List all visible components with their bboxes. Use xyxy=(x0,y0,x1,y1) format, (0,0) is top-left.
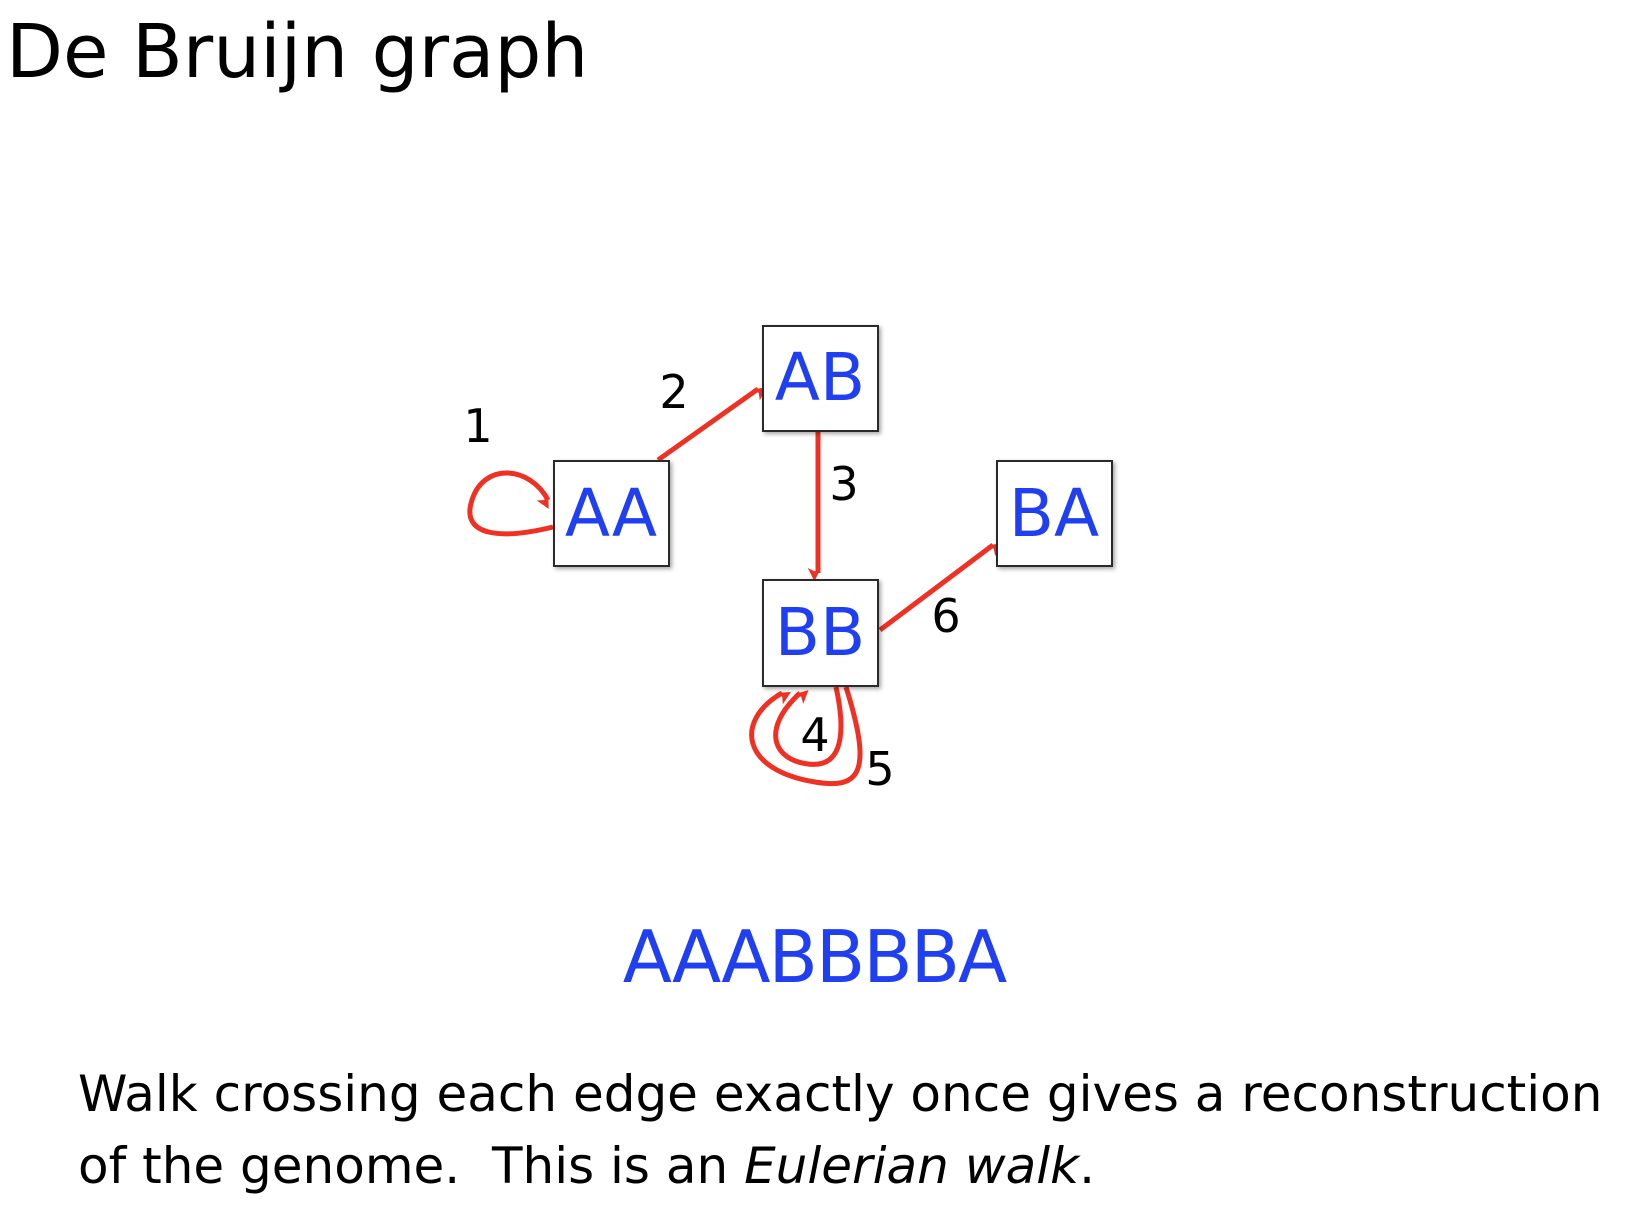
node-ab: AB xyxy=(762,325,879,432)
edge-2-aa-to-ab xyxy=(656,386,767,463)
edge-label-6: 6 xyxy=(931,589,960,643)
node-aa: AA xyxy=(553,460,670,567)
node-bb-label: BB xyxy=(775,594,866,671)
caption-line-2: of the genome. This is an Eulerian walk. xyxy=(78,1130,1602,1202)
caption-line-2-suffix: . xyxy=(1079,1137,1095,1195)
edge-label-3: 3 xyxy=(829,457,858,511)
de-bruijn-graph-diagram: AA AB BB BA 1 2 3 4 5 6 xyxy=(463,325,1113,796)
edge-label-5: 5 xyxy=(865,742,894,796)
caption-emphasis-eulerian-walk: Eulerian walk xyxy=(744,1137,1080,1195)
edge-5-self-loop-bb-outer xyxy=(749,686,863,787)
edge-label-1: 1 xyxy=(463,399,492,453)
genome-sequence: AAABBBBA xyxy=(622,915,1008,999)
node-ba: BA xyxy=(996,460,1113,567)
node-aa-label: AA xyxy=(565,475,657,552)
node-bb: BB xyxy=(762,579,879,687)
edge-4-self-loop-bb-inner xyxy=(773,686,844,767)
caption-line-2-prefix: of the genome. This is an xyxy=(78,1137,745,1195)
node-ba-label: BA xyxy=(1009,475,1099,552)
edge-6-bb-to-ba xyxy=(878,542,1002,632)
edge-label-4: 4 xyxy=(800,708,829,762)
caption: Walk crossing each edge exactly once giv… xyxy=(78,1058,1602,1202)
caption-line-1: Walk crossing each edge exactly once giv… xyxy=(78,1065,1603,1123)
edge-1-self-loop-aa xyxy=(467,470,554,537)
node-ab-label: AB xyxy=(775,339,865,416)
slide-title: De Bruijn graph xyxy=(6,9,589,95)
edge-label-2: 2 xyxy=(659,365,688,419)
